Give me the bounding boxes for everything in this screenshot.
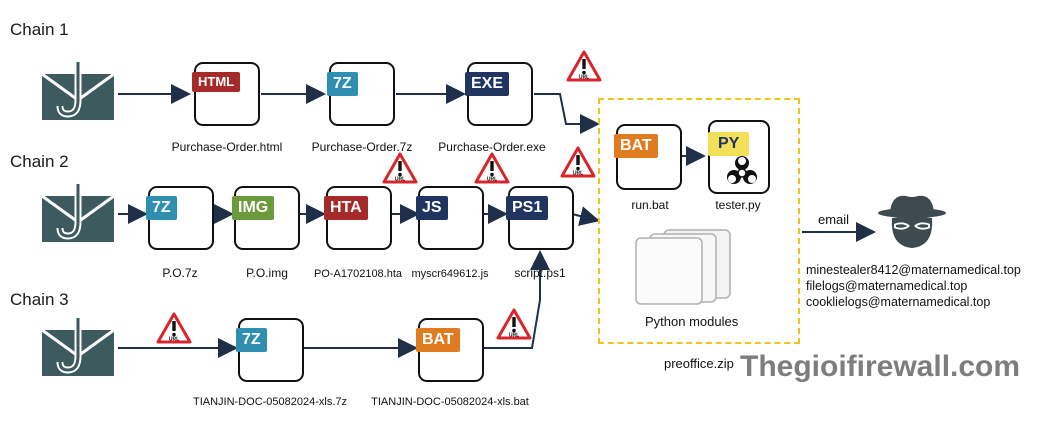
file-po-hta: HTA [324, 186, 392, 250]
file-name: Purchase-Order.7z [311, 140, 413, 154]
arrow-c2-6 [571, 206, 600, 226]
file-type-tag: BAT [614, 134, 658, 158]
file-name: run.bat [631, 198, 669, 212]
file-type-tag: IMG [232, 196, 275, 220]
warning-url-icon: URL [560, 146, 596, 178]
file-name: TIANJIN-DOC-05082024-xls.7z [192, 396, 348, 408]
chain-1-label: Chain 1 [10, 20, 69, 39]
file-run-bat: BAT [614, 124, 682, 190]
file-purchase-order-html: HTML [192, 62, 260, 126]
warning-label: URL [579, 75, 589, 81]
file-name: P.O.img [246, 266, 288, 280]
file-purchase-order-exe: EXE [465, 62, 533, 126]
warning-label: URL [169, 337, 179, 343]
file-po-7z: 7Z [146, 186, 214, 250]
arrow-c3-3 [484, 250, 550, 349]
file-script-ps1: PS1 [506, 186, 574, 250]
file-purchase-order-7z: 7Z [327, 62, 395, 126]
file-name: P.O.7z [162, 266, 198, 280]
zip-label: preoffice.zip [664, 356, 734, 371]
chain-2-label: Chain 2 [10, 152, 69, 171]
file-name: myscr649612.js [411, 268, 489, 280]
file-type-tag: PY [708, 132, 750, 156]
warning-url-icon: URL [474, 152, 510, 184]
python-modules-label: Python modules [645, 314, 739, 329]
file-name: PO-A1702108.hta [313, 268, 403, 280]
email-label: email [818, 212, 850, 227]
warning-url-icon: URL [566, 50, 602, 82]
file-name: tester.py [715, 198, 761, 212]
file-name: Purchase-Order.html [171, 140, 283, 154]
envelope-hook-icon [41, 62, 115, 120]
chain-3-label: Chain 3 [10, 290, 69, 309]
warning-url-icon: URL [156, 312, 192, 344]
file-type-tag: PS1 [506, 196, 549, 220]
file-tianjin-bat: BAT [416, 318, 484, 382]
exfil-email: minestealer8412@maternamedical.top [806, 263, 1021, 277]
file-type-tag: 7Z [146, 196, 177, 220]
file-type-tag: EXE [465, 72, 510, 96]
exfil-email-list: minestealer8412@maternamedical.top filel… [806, 262, 1021, 310]
warning-url-icon: URL [496, 308, 532, 340]
file-name: TIANJIN-DOC-05082024-xls.bat [371, 396, 529, 408]
hacker-icon [878, 195, 946, 248]
documents-stack-icon [635, 229, 731, 305]
biohazard-icon [727, 156, 757, 184]
file-name: Purchase-Order.exe [438, 140, 546, 154]
file-po-img: IMG [232, 186, 300, 250]
warning-label: URL [509, 333, 519, 339]
file-tianjin-7z: 7Z [236, 318, 304, 382]
file-type-tag: BAT [416, 328, 460, 352]
warning-url-icon: URL [382, 152, 418, 184]
exfil-email: filelogs@maternamedical.top [806, 279, 968, 293]
file-myscr-js: JS [416, 186, 484, 250]
warning-label: URL [395, 177, 405, 183]
exfil-email: cooklielogs@maternamedical.top [806, 295, 991, 309]
file-name: script.ps1 [514, 266, 566, 280]
envelope-hook-icon [41, 184, 115, 242]
file-type-tag: HTA [324, 196, 368, 220]
watermark: Thegioifirewall.com [740, 350, 1021, 383]
warning-label: URL [487, 177, 497, 183]
arrow-c1-4 [534, 93, 600, 134]
file-type-tag: HTML [192, 72, 241, 92]
preoffice-zip-container [598, 98, 800, 344]
warning-label: URL [573, 171, 583, 177]
envelope-hook-icon [41, 318, 115, 376]
file-type-tag: 7Z [236, 328, 267, 352]
file-type-tag: 7Z [327, 72, 358, 96]
file-type-tag: JS [416, 196, 448, 220]
